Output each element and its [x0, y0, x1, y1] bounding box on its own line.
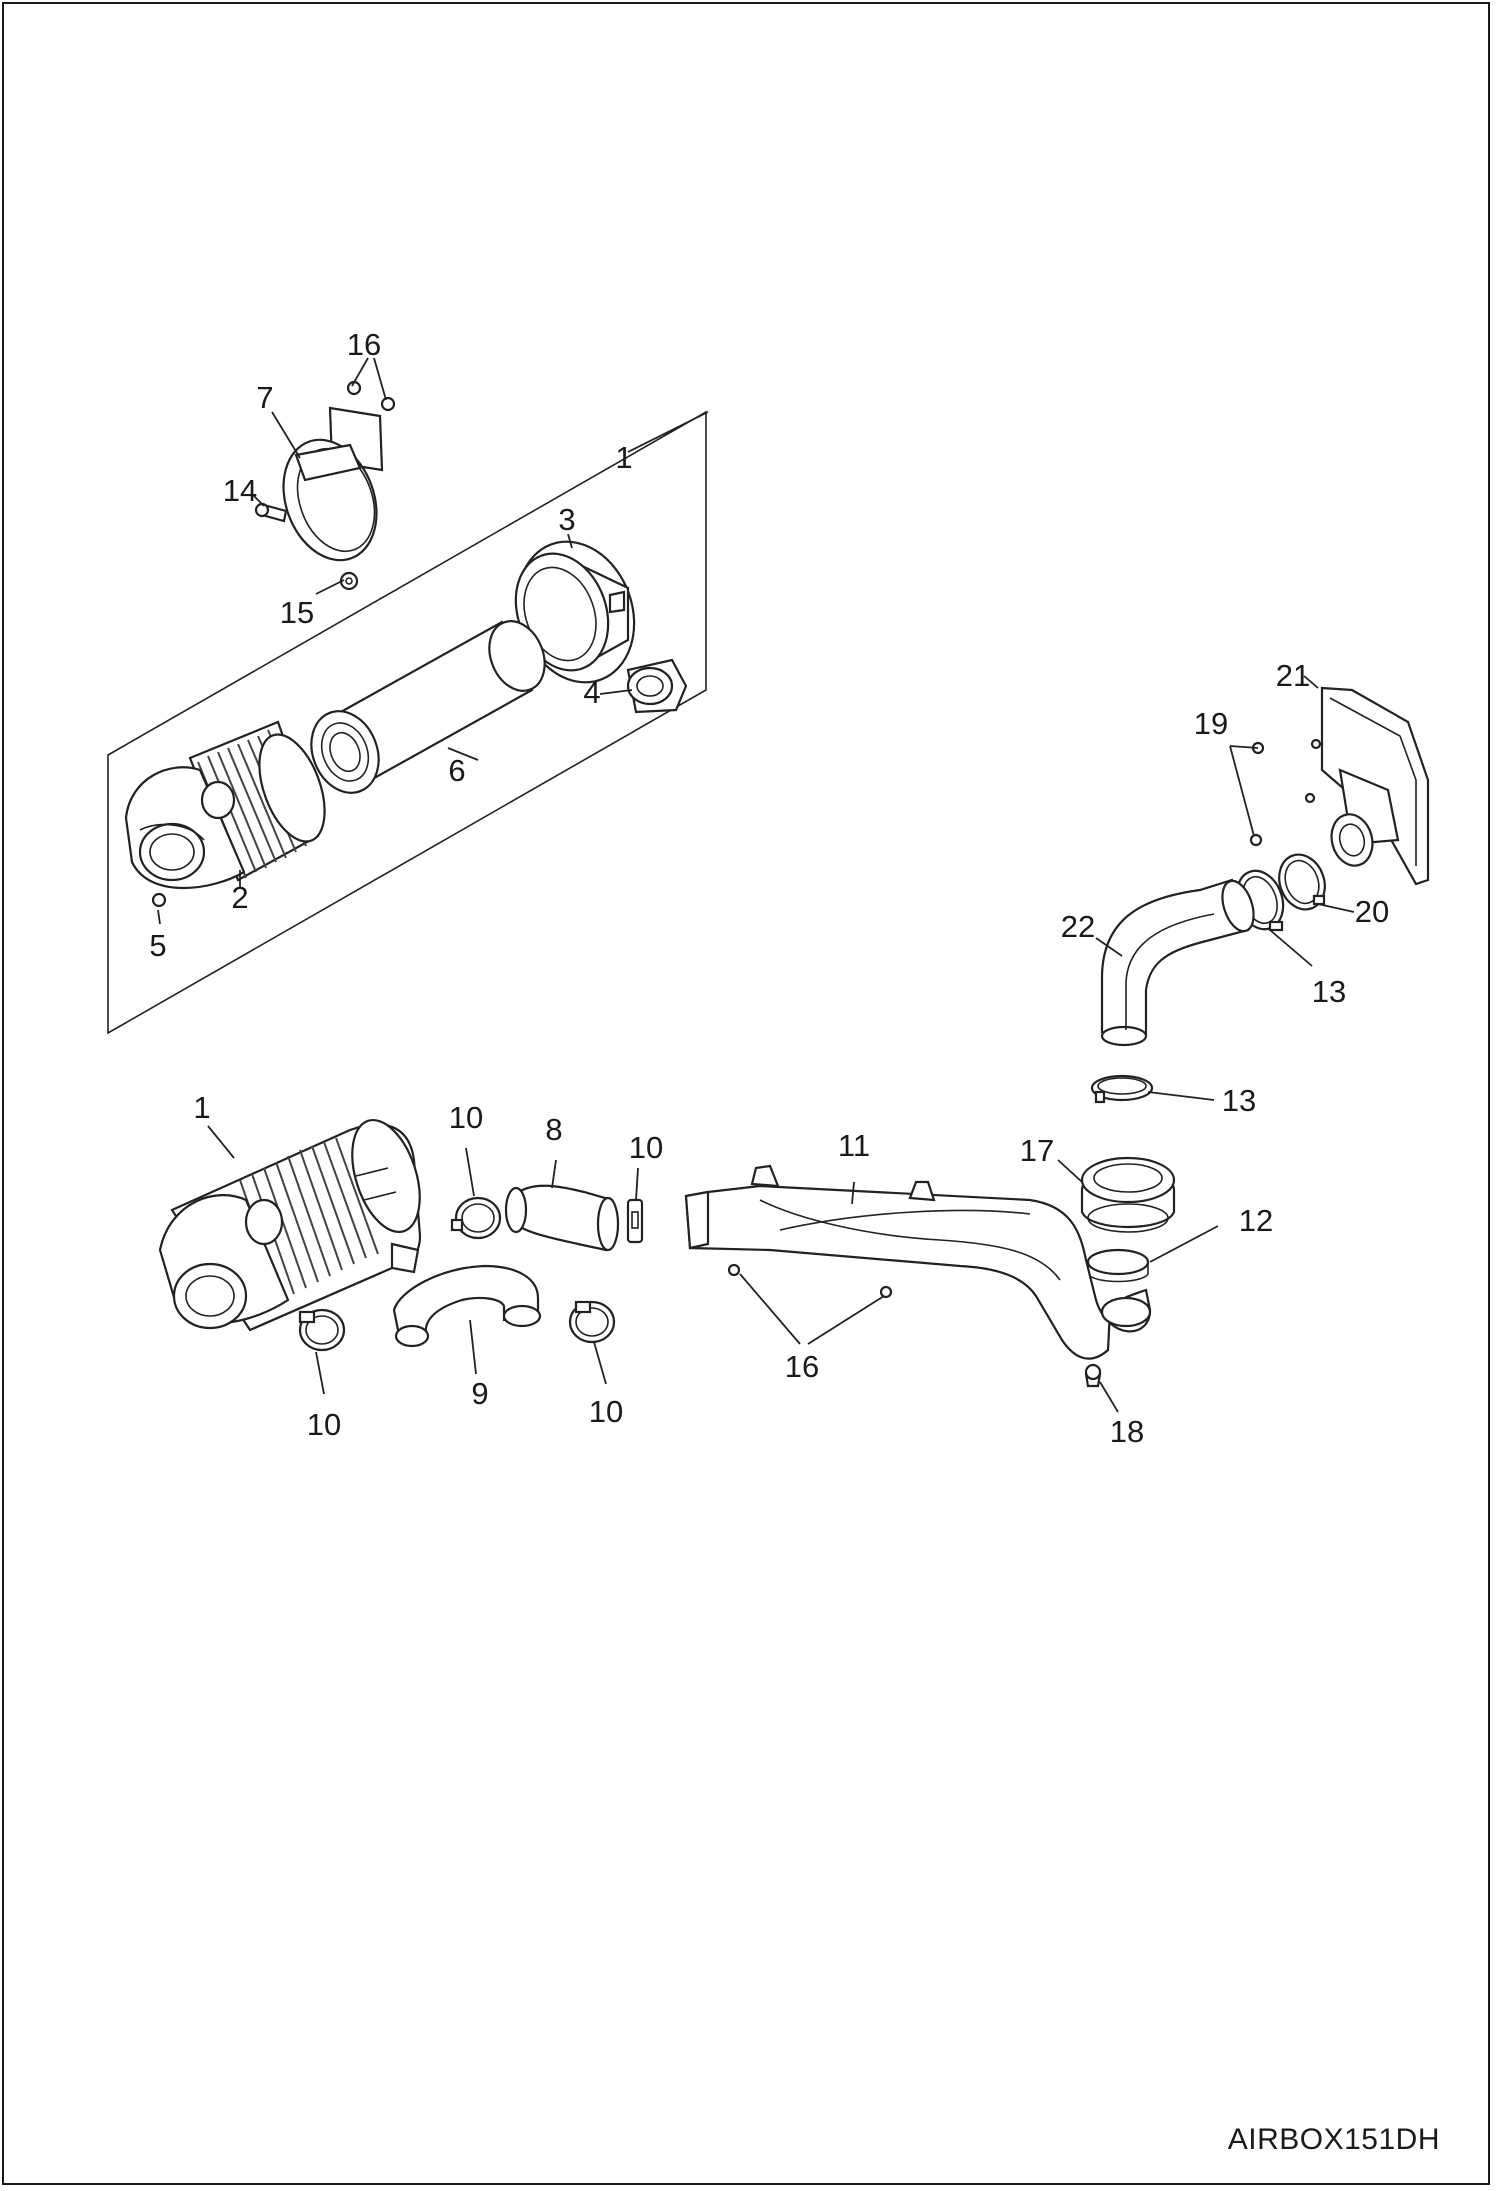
callout-6: 6	[448, 753, 465, 788]
callout-16-lower: 16	[785, 1349, 819, 1384]
part-12-clamp	[1086, 1248, 1150, 1283]
callout-labels: 16 7 1 14 3 15 4 6 2 5 21 19 20 22 13 13…	[149, 327, 1389, 1449]
callout-9: 9	[471, 1376, 488, 1411]
part-5-plug	[151, 892, 167, 908]
callout-13-upper: 13	[1312, 974, 1346, 1009]
part-1-airbox-assembled	[158, 1118, 422, 1332]
callout-13-lower: 13	[1222, 1083, 1256, 1118]
callout-11: 11	[838, 1128, 870, 1163]
callout-5: 5	[149, 928, 166, 963]
callout-4: 4	[583, 675, 600, 710]
callout-8: 8	[545, 1112, 562, 1147]
callout-10-a: 10	[449, 1100, 483, 1135]
part-13-clamp-lower	[1090, 1074, 1154, 1104]
part-15-nut	[339, 571, 359, 591]
part-2-housing	[124, 720, 326, 890]
part-22-elbow-hose	[1100, 878, 1255, 1047]
part-4-valve	[626, 658, 688, 714]
callout-2: 2	[231, 880, 248, 915]
callout-1-assembled: 1	[193, 1090, 210, 1125]
callout-15: 15	[280, 595, 314, 630]
callout-16-top: 16	[347, 327, 381, 362]
part-11-duct	[684, 1164, 1152, 1360]
part-9-hose	[392, 1264, 542, 1348]
part-10-clamp-a	[450, 1196, 502, 1240]
callout-18: 18	[1110, 1414, 1144, 1449]
callout-20: 20	[1355, 894, 1389, 929]
part-8-hose	[504, 1184, 620, 1252]
drawing-code: AIRBOX151DH	[1227, 2123, 1440, 2156]
part-16-screws-top	[346, 380, 396, 412]
part-17-adapter	[1080, 1156, 1176, 1233]
callout-10-b: 10	[629, 1130, 663, 1165]
callout-10-d: 10	[589, 1394, 623, 1429]
part-20-clamp	[1278, 853, 1326, 911]
callout-7: 7	[256, 380, 273, 415]
part-10-clamp-b	[626, 1198, 644, 1244]
part-14-bolt	[254, 502, 288, 523]
callout-17: 17	[1020, 1133, 1054, 1168]
callout-21: 21	[1276, 658, 1310, 693]
callout-10-c: 10	[307, 1407, 341, 1442]
callout-19: 19	[1194, 706, 1228, 741]
callout-14: 14	[223, 473, 257, 508]
callout-1-group: 1	[615, 440, 632, 475]
part-7-mount-band	[282, 406, 384, 562]
part-16-screws-lower	[727, 1263, 893, 1299]
callout-22: 22	[1061, 909, 1095, 944]
part-21-intake-cover	[1304, 686, 1430, 886]
part-6-filter-element	[310, 620, 546, 794]
part-10-clamp-d	[568, 1300, 616, 1344]
leader-lines	[157, 357, 1355, 1413]
part-18-drain-valve	[1084, 1363, 1102, 1388]
part-10-clamp-c	[298, 1308, 346, 1352]
callout-3: 3	[558, 502, 575, 537]
assembly-group-outline	[107, 410, 707, 1035]
callout-12: 12	[1239, 1203, 1273, 1238]
